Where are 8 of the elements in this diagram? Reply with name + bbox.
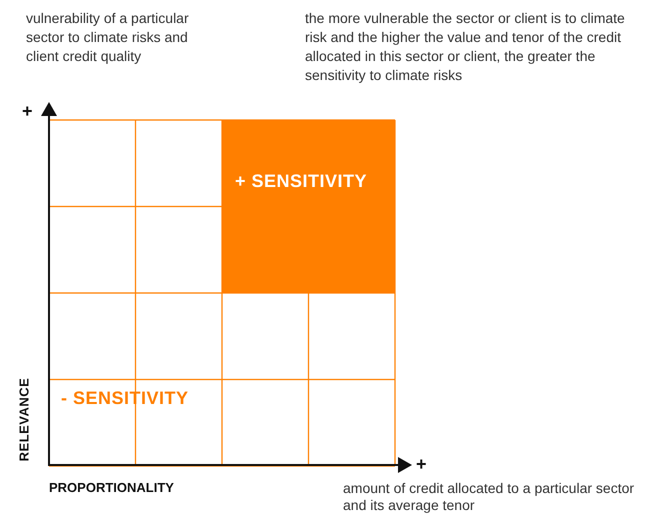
axis-title: RELEVANCE [15, 378, 32, 462]
plus-sign: + [416, 455, 427, 474]
high-sensitivity-label: + SENSITIVITY [235, 172, 368, 191]
sensitivity-description: the more vulnerable the sector or client is to climate risk and the higher the value and tenor of the credit allocated in this sector or client, the greater the sensitivity to climate risks [305, 9, 626, 85]
plus-sign: + [22, 102, 33, 121]
axis-title: PROPORTIONALITY [49, 479, 174, 497]
axis-description: vulnerability of a particular sector to climate risks and client credit quality [26, 9, 190, 66]
axis-description: amount of credit allocated to a particular sector and its average tenor [343, 480, 636, 514]
